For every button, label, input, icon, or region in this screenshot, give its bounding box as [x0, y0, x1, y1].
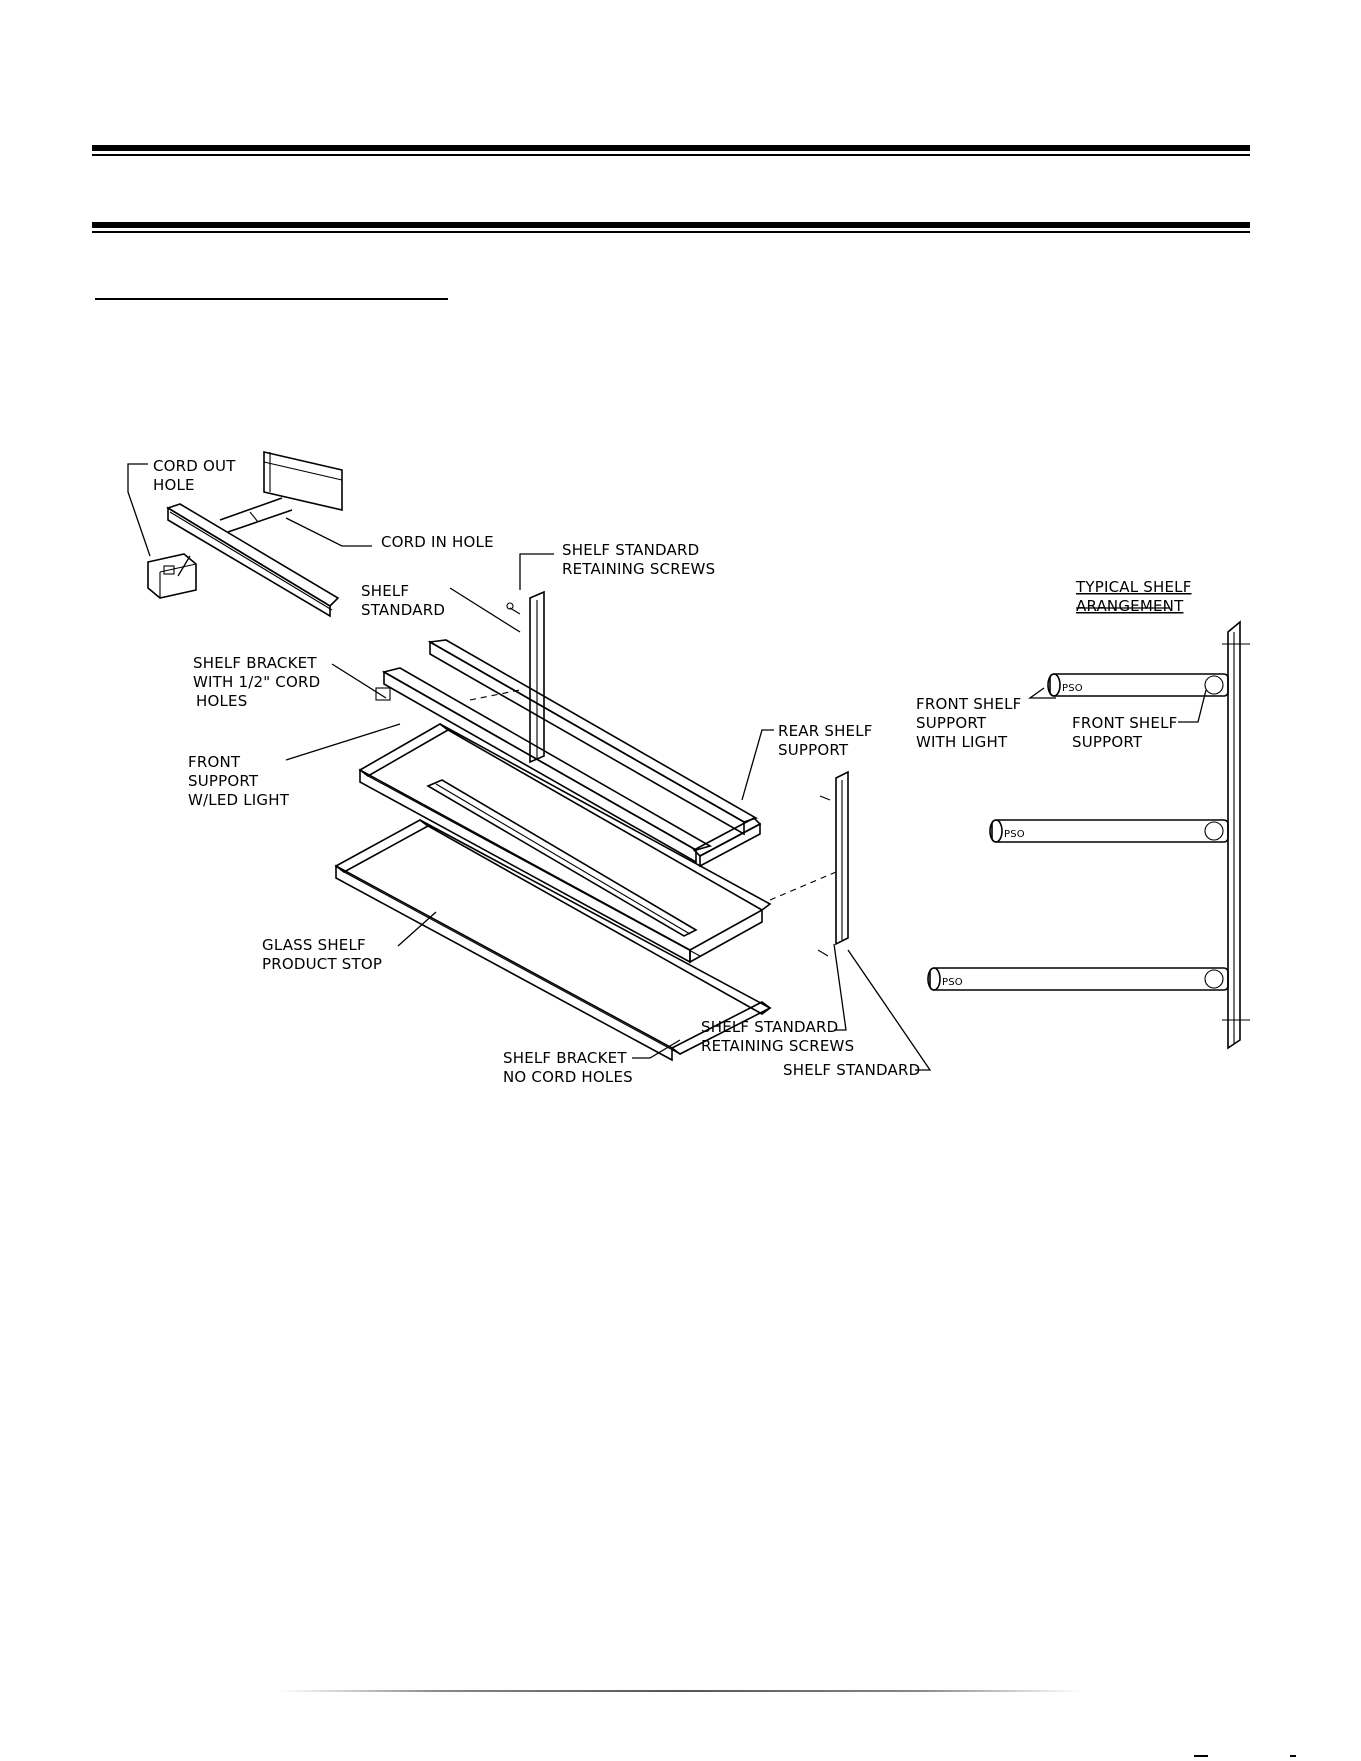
footer-mark: [1290, 1755, 1296, 1757]
label-line: RETAINING SCREWS: [562, 560, 715, 578]
label-line: TYPICAL SHELF: [1075, 578, 1192, 596]
label-line: FRONT SHELF: [916, 695, 1021, 713]
label-line: RETAINING SCREWS: [701, 1037, 854, 1055]
typical-shelf-arrangement: PSO PSO PSO: [927, 620, 1250, 1050]
label-line: SHELF STANDARD: [701, 1018, 838, 1036]
label-line: GLASS SHELF: [262, 936, 366, 954]
header-rule-bottom: [92, 222, 1250, 233]
svg-text:PSO: PSO: [1062, 683, 1083, 694]
label-line: FRONT: [188, 753, 241, 771]
label-line: ARANGEMENT: [1076, 597, 1184, 615]
small-front-piece: [692, 817, 762, 868]
label-line: SHELF STANDARD: [562, 541, 699, 559]
label-line: WITH 1/2" CORD: [193, 673, 320, 691]
glass-shelf-product-stop: [334, 819, 772, 1062]
front-support-led: [358, 723, 772, 964]
label-line: NO CORD HOLES: [503, 1068, 633, 1086]
label-line: FRONT SHELF: [1072, 714, 1177, 732]
leader-lines: [127, 463, 1207, 1071]
header-rule-top: [92, 145, 1250, 156]
footer-rule: [280, 1690, 1080, 1692]
label-line: SHELF BRACKET: [503, 1049, 627, 1067]
label-line: CORD IN HOLE: [381, 533, 494, 551]
svg-text:PSO: PSO: [1004, 829, 1025, 840]
svg-text:PSO: PSO: [942, 977, 963, 988]
label-line: W/LED LIGHT: [188, 791, 290, 809]
label-line: SUPPORT: [188, 772, 259, 790]
alignment-line: [769, 871, 837, 901]
rear-shelf-support: [427, 639, 758, 836]
cord-bracket-assembly: [147, 450, 343, 618]
label-line: SHELF: [361, 582, 409, 600]
label-line: HOLES: [196, 692, 247, 710]
label-line: SHELF STANDARD: [783, 1061, 920, 1079]
shelf-standard-left: [506, 590, 545, 764]
section-heading-underline: [95, 298, 448, 300]
inner-frame: [426, 779, 698, 937]
label-line: PRODUCT STOP: [262, 955, 382, 973]
label-line: SUPPORT: [1072, 733, 1143, 751]
label-line: HOLE: [153, 476, 195, 494]
label-line: WITH LIGHT: [916, 733, 1008, 751]
label-line: SUPPORT: [916, 714, 987, 732]
label-line: SHELF BRACKET: [193, 654, 317, 672]
label-line: STANDARD: [361, 601, 445, 619]
label-line: CORD OUT: [153, 457, 236, 475]
label-line: REAR SHELF: [778, 722, 873, 740]
label-line: SUPPORT: [778, 741, 849, 759]
shelf-bracket-with-cord: [375, 667, 713, 864]
alignment-line: [469, 689, 521, 701]
label-shelf-standard-right: SHELF STANDARD: [783, 1061, 920, 1079]
footer-mark: [1194, 1755, 1208, 1757]
shelf-standard-right: [817, 770, 849, 957]
label-cord-in-hole: CORD IN HOLE: [381, 533, 494, 551]
